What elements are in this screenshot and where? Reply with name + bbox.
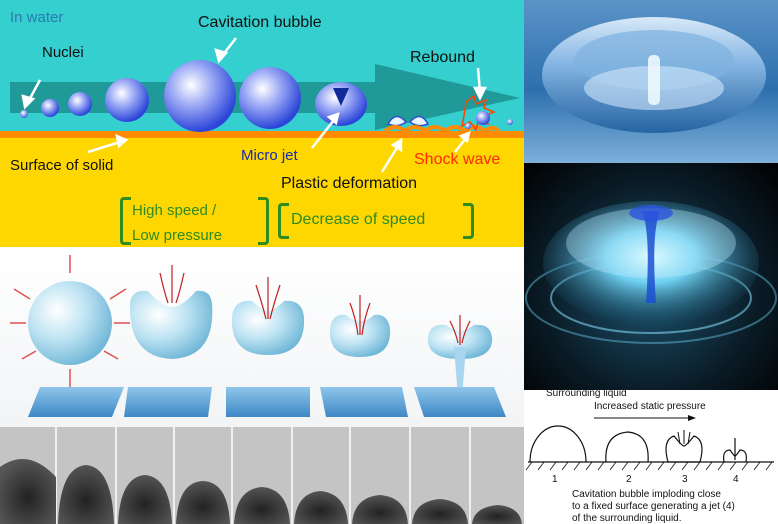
stage-number: 4	[733, 474, 739, 485]
solid-interface-line	[0, 131, 524, 138]
stage-2-bubble	[605, 431, 649, 463]
surface-plate	[226, 387, 310, 417]
surrounding-liquid-label: Surrounding liquid	[546, 390, 627, 399]
surface-plate	[414, 387, 506, 417]
shock-wave-bump	[383, 125, 501, 134]
micro-jet-indent	[333, 88, 349, 106]
rebound-bubble	[465, 123, 471, 129]
collapse-sequence-render	[0, 247, 524, 427]
bubble-sequence-graphic	[10, 37, 520, 173]
deformation-pointer	[380, 145, 400, 173]
photo-frame-2	[58, 465, 114, 524]
photo-frame-7	[352, 495, 408, 524]
shock-wave-label: Shock wave	[414, 151, 501, 168]
photo-frame-6	[294, 491, 348, 524]
stage-1-bubble	[529, 425, 587, 463]
schematic-graphic	[525, 415, 774, 471]
decrease-of-speed-label: Decrease of speed	[291, 211, 426, 228]
stage-3-jet-arrows	[677, 430, 691, 445]
photo-frame-3	[118, 475, 172, 524]
caption-line: to a fixed surface generating a jet (4)	[572, 501, 735, 512]
collapsing-bubble	[239, 67, 301, 129]
phase-bracket-left	[278, 203, 289, 239]
photo-frame-4	[176, 481, 230, 524]
jet-bubble-graphic	[525, 201, 777, 344]
toroidal-bubble-photo	[524, 0, 778, 163]
surface-pointer	[87, 140, 121, 154]
surface-plate	[320, 387, 408, 417]
collapse-fragment	[408, 115, 430, 127]
pressure-arrows	[10, 255, 130, 387]
render-jet	[454, 347, 466, 397]
increased-pressure-label: Increased static pressure	[594, 401, 706, 412]
render-stage-4	[329, 314, 391, 357]
collapse-sequence-graphic	[10, 255, 506, 417]
medium-label: In water	[10, 9, 64, 26]
nucleus-bubble	[20, 110, 28, 118]
cavitation-process-diagram: In water Nuclei Cavitation bubble Reboun…	[0, 0, 524, 247]
caption-line: Cavitation bubble imploding close	[572, 489, 721, 500]
stage-number: 2	[626, 474, 632, 485]
phase-bracket-right	[463, 203, 474, 239]
toroidal-bubble-graphic	[542, 17, 766, 133]
cavitation-bubble-label: Cavitation bubble	[198, 14, 322, 31]
surface-plate	[124, 387, 212, 417]
stage-number: 3	[682, 474, 688, 485]
implosion-schematic: Surrounding liquid Increased static pres…	[524, 390, 778, 524]
shock-wave-pointer	[454, 137, 467, 153]
micro-jet-label: Micro jet	[241, 147, 298, 164]
phase-bracket-left	[120, 197, 131, 245]
rebound-label: Rebound	[410, 49, 475, 66]
photo-frame-8	[412, 499, 468, 524]
growing-bubble	[105, 78, 149, 122]
solid-surface-band	[0, 136, 524, 247]
photo-frame-5	[234, 487, 290, 524]
nuclei-label: Nuclei	[42, 44, 84, 61]
stage-3-bubble	[665, 435, 703, 463]
phase-bracket-right	[258, 197, 269, 245]
low-pressure-label: Low pressure	[132, 227, 223, 244]
render-stage-1	[28, 281, 112, 365]
cavitation-bubble	[164, 60, 236, 132]
render-stage-3	[231, 300, 305, 355]
stage-number: 1	[552, 474, 558, 485]
jet-bubble-render	[524, 163, 778, 390]
rebound-bubble	[476, 111, 490, 125]
photo-frame-1	[0, 459, 56, 524]
surface-of-solid-label: Surface of solid	[10, 157, 114, 174]
caption-line: of the surrounding liquid.	[572, 513, 682, 524]
high-speed-label: High speed /	[132, 202, 217, 219]
photo-strip-graphic	[0, 427, 524, 524]
micro-jet-pointer	[311, 119, 335, 149]
photo-frame-9	[472, 505, 522, 524]
plastic-deformation-label: Plastic deformation	[281, 175, 418, 192]
surface-plate	[28, 387, 124, 417]
high-speed-photo-strip	[0, 427, 524, 524]
nucleus-bubble	[68, 92, 92, 116]
rebound-bubble	[507, 119, 513, 125]
render-stage-2	[129, 290, 213, 359]
nucleus-bubble	[41, 99, 59, 117]
